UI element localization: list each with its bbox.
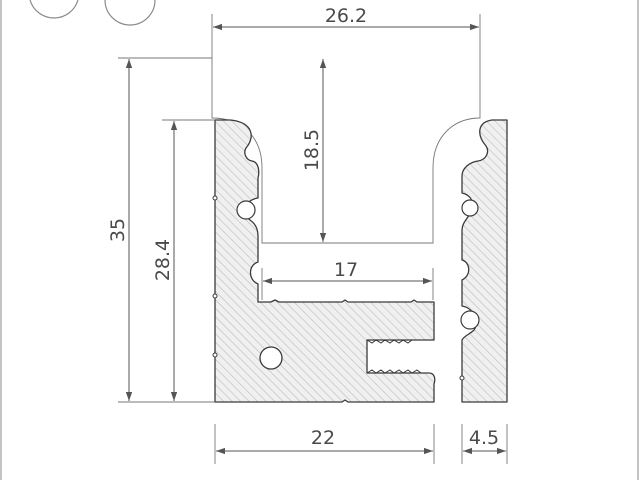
label-total-height: 35 xyxy=(107,218,129,242)
logo-circle-right xyxy=(104,0,156,26)
side-wall-groove-2 xyxy=(460,310,480,330)
left-wall-groove xyxy=(236,200,256,220)
screw-hole xyxy=(259,346,283,370)
notch-left-1 xyxy=(212,195,218,201)
notch-right-1 xyxy=(459,375,465,381)
profile-main-section xyxy=(214,119,436,403)
profile-side-wall xyxy=(461,119,508,403)
label-body-height: 28.4 xyxy=(152,239,174,281)
slot-teeth-bottom xyxy=(366,369,422,374)
label-inner-depth: 18.5 xyxy=(301,129,323,171)
slot-teeth-top xyxy=(366,339,413,344)
notch-left-3 xyxy=(212,352,218,358)
label-base-width: 22 xyxy=(311,427,335,449)
notch-left-2 xyxy=(212,293,218,299)
label-inner-width: 17 xyxy=(334,259,358,281)
logo-circle-left xyxy=(29,0,79,19)
label-top-width: 26.2 xyxy=(325,5,367,27)
label-side-width: 4.5 xyxy=(469,427,499,449)
side-wall-groove-1 xyxy=(461,199,479,217)
